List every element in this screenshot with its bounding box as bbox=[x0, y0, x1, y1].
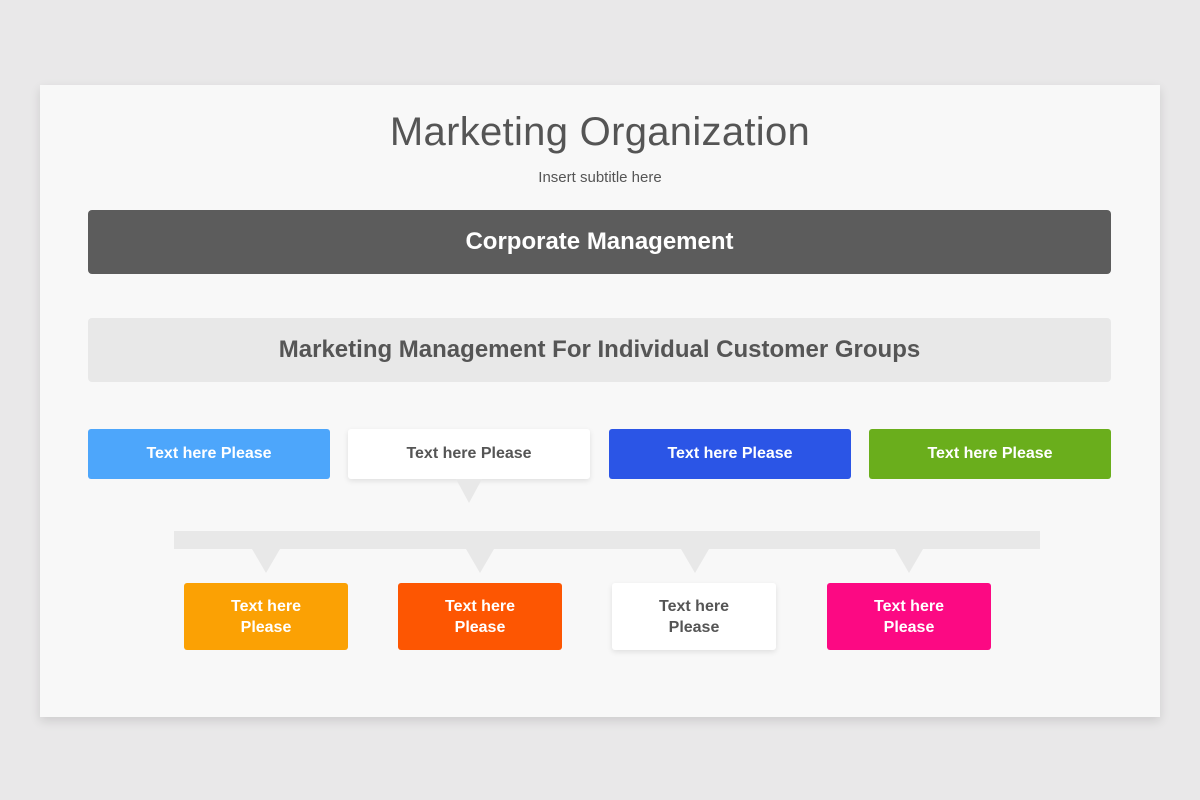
connector-pointer-3 bbox=[681, 549, 709, 573]
row1-box-3: Text here Please bbox=[609, 429, 851, 479]
row1-box-1: Text here Please bbox=[88, 429, 330, 479]
row2-box-2: Text here Please bbox=[398, 583, 562, 650]
corporate-management-bar: Corporate Management bbox=[88, 210, 1111, 274]
row2-box-1-label: Text here Please bbox=[231, 597, 301, 636]
row2-box-2-label: Text here Please bbox=[445, 597, 515, 636]
marketing-management-label: Marketing Management For Individual Cust… bbox=[278, 336, 921, 363]
connector-pointer-4 bbox=[895, 549, 923, 573]
page-title: Marketing Organization bbox=[389, 110, 811, 154]
row2-box-4: Text here Please bbox=[827, 583, 991, 650]
row1-box-2-pointer bbox=[456, 479, 482, 503]
row1-box-1-label: Text here Please bbox=[146, 445, 272, 462]
connector-pointer-2 bbox=[466, 549, 494, 573]
row1-box-2: Text here Please bbox=[348, 429, 590, 479]
row2-box-1: Text here Please bbox=[184, 583, 348, 650]
connector-pointer-1 bbox=[252, 549, 280, 573]
corporate-management-label: Corporate Management bbox=[465, 228, 734, 255]
row2-box-4-label: Text here Please bbox=[874, 597, 944, 636]
row2-box-3: Text here Please bbox=[612, 583, 776, 650]
row2-box-3-label: Text here Please bbox=[659, 597, 729, 636]
row1-box-4: Text here Please bbox=[869, 429, 1111, 479]
row1-box-3-label: Text here Please bbox=[667, 445, 793, 462]
row1-box-2-label: Text here Please bbox=[406, 445, 532, 462]
page-subtitle: Insert subtitle here bbox=[538, 169, 662, 186]
connector-bar bbox=[174, 531, 1040, 549]
marketing-management-bar: Marketing Management For Individual Cust… bbox=[88, 318, 1111, 382]
row1-box-4-label: Text here Please bbox=[927, 445, 1053, 462]
